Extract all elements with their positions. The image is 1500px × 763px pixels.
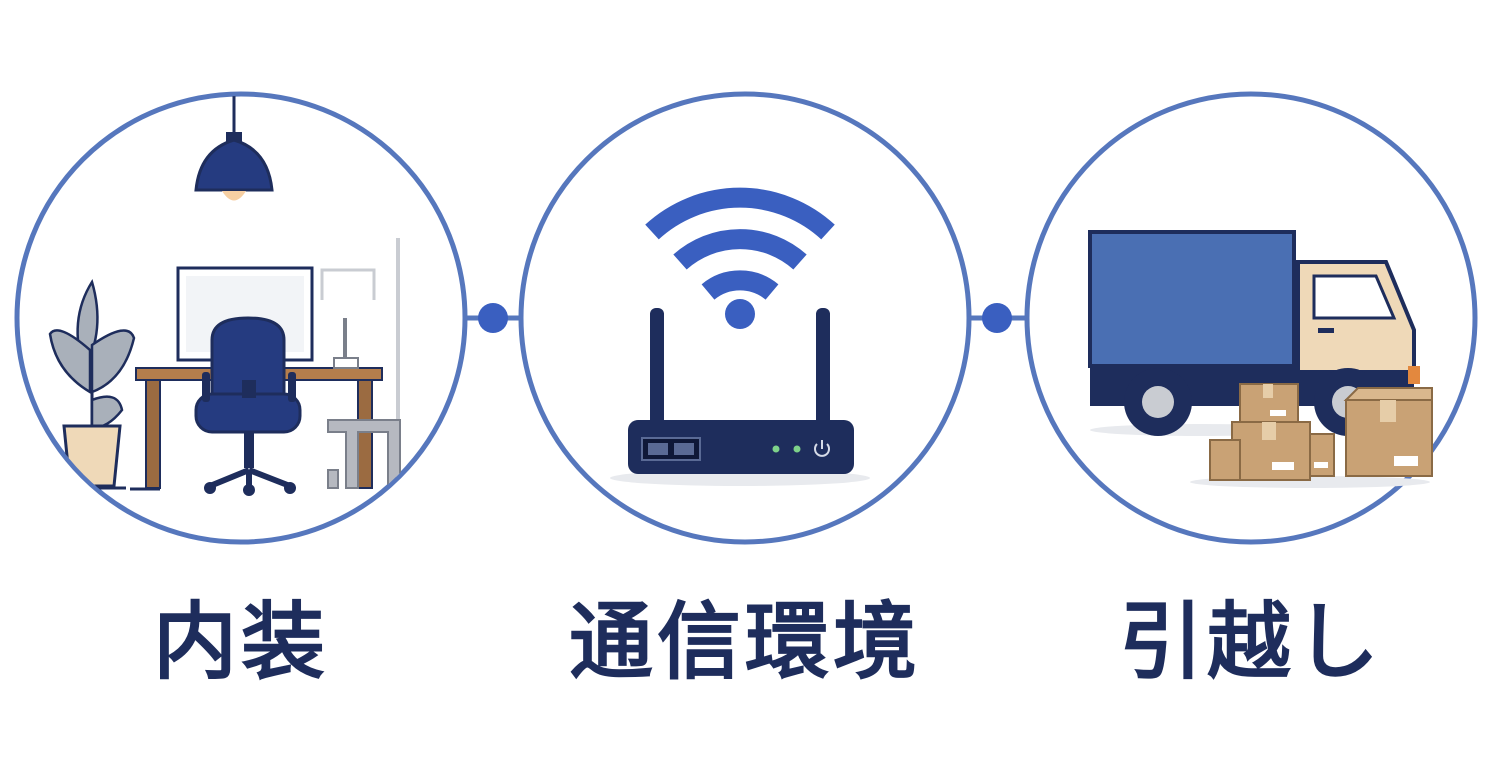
- step-label-interior: 内装: [152, 593, 329, 691]
- cardboard-box: [1309, 433, 1335, 477]
- moving-truck-icon: [1088, 230, 1433, 488]
- connector-1: [466, 303, 522, 333]
- phone-stand-icon: [333, 318, 359, 369]
- step-circle-interior: [14, 91, 468, 545]
- step-circle-network: [518, 91, 972, 545]
- side-chair-icon: [327, 419, 401, 489]
- truck-wheel: [1124, 368, 1192, 436]
- cardboard-box: [1231, 421, 1311, 481]
- step-label-moving: 引越し: [1118, 593, 1383, 691]
- office-chair-icon: [194, 316, 302, 496]
- step-label-network: 通信環境: [568, 593, 921, 691]
- connector-2: [968, 303, 1026, 333]
- wifi-signal-icon: [645, 187, 835, 329]
- wifi-router-icon: [610, 187, 870, 486]
- step-circle-moving: [1024, 91, 1478, 545]
- office-interior-icon: [48, 96, 401, 496]
- cardboard-box: [1209, 439, 1241, 481]
- pendant-lamp-icon: [194, 96, 274, 201]
- cardboard-box: [1343, 387, 1433, 477]
- power-icon: [814, 440, 830, 457]
- cardboard-box: [1239, 383, 1299, 423]
